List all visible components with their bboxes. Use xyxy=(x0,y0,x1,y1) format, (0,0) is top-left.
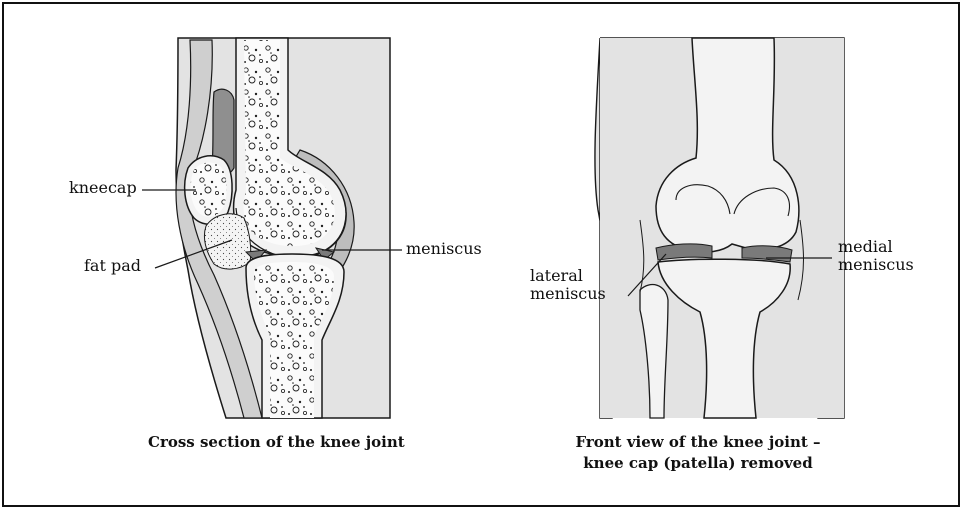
label-meniscus: meniscus xyxy=(406,240,482,258)
front-lateral-meniscus xyxy=(656,244,712,260)
front-view-illustration xyxy=(595,38,844,418)
label-kneecap: kneecap xyxy=(69,179,137,197)
label-medial-meniscus-line1: medial xyxy=(838,238,914,256)
label-lateral-meniscus-line2: meniscus xyxy=(530,285,606,303)
label-lateral-meniscus-line1: lateral xyxy=(530,267,606,285)
label-fat-pad: fat pad xyxy=(84,257,141,275)
label-medial-meniscus: medial meniscus xyxy=(838,238,914,274)
caption-front-view-line1: Front view of the knee joint – xyxy=(560,432,836,453)
caption-front-view-line2: knee cap (patella) removed xyxy=(560,453,836,474)
caption-front-view: Front view of the knee joint – knee cap … xyxy=(560,432,836,474)
cross-section-illustration xyxy=(176,38,390,418)
label-lateral-meniscus: lateral meniscus xyxy=(530,267,606,303)
label-medial-meniscus-line2: meniscus xyxy=(838,256,914,274)
caption-cross-section: Cross section of the knee joint xyxy=(148,432,388,453)
